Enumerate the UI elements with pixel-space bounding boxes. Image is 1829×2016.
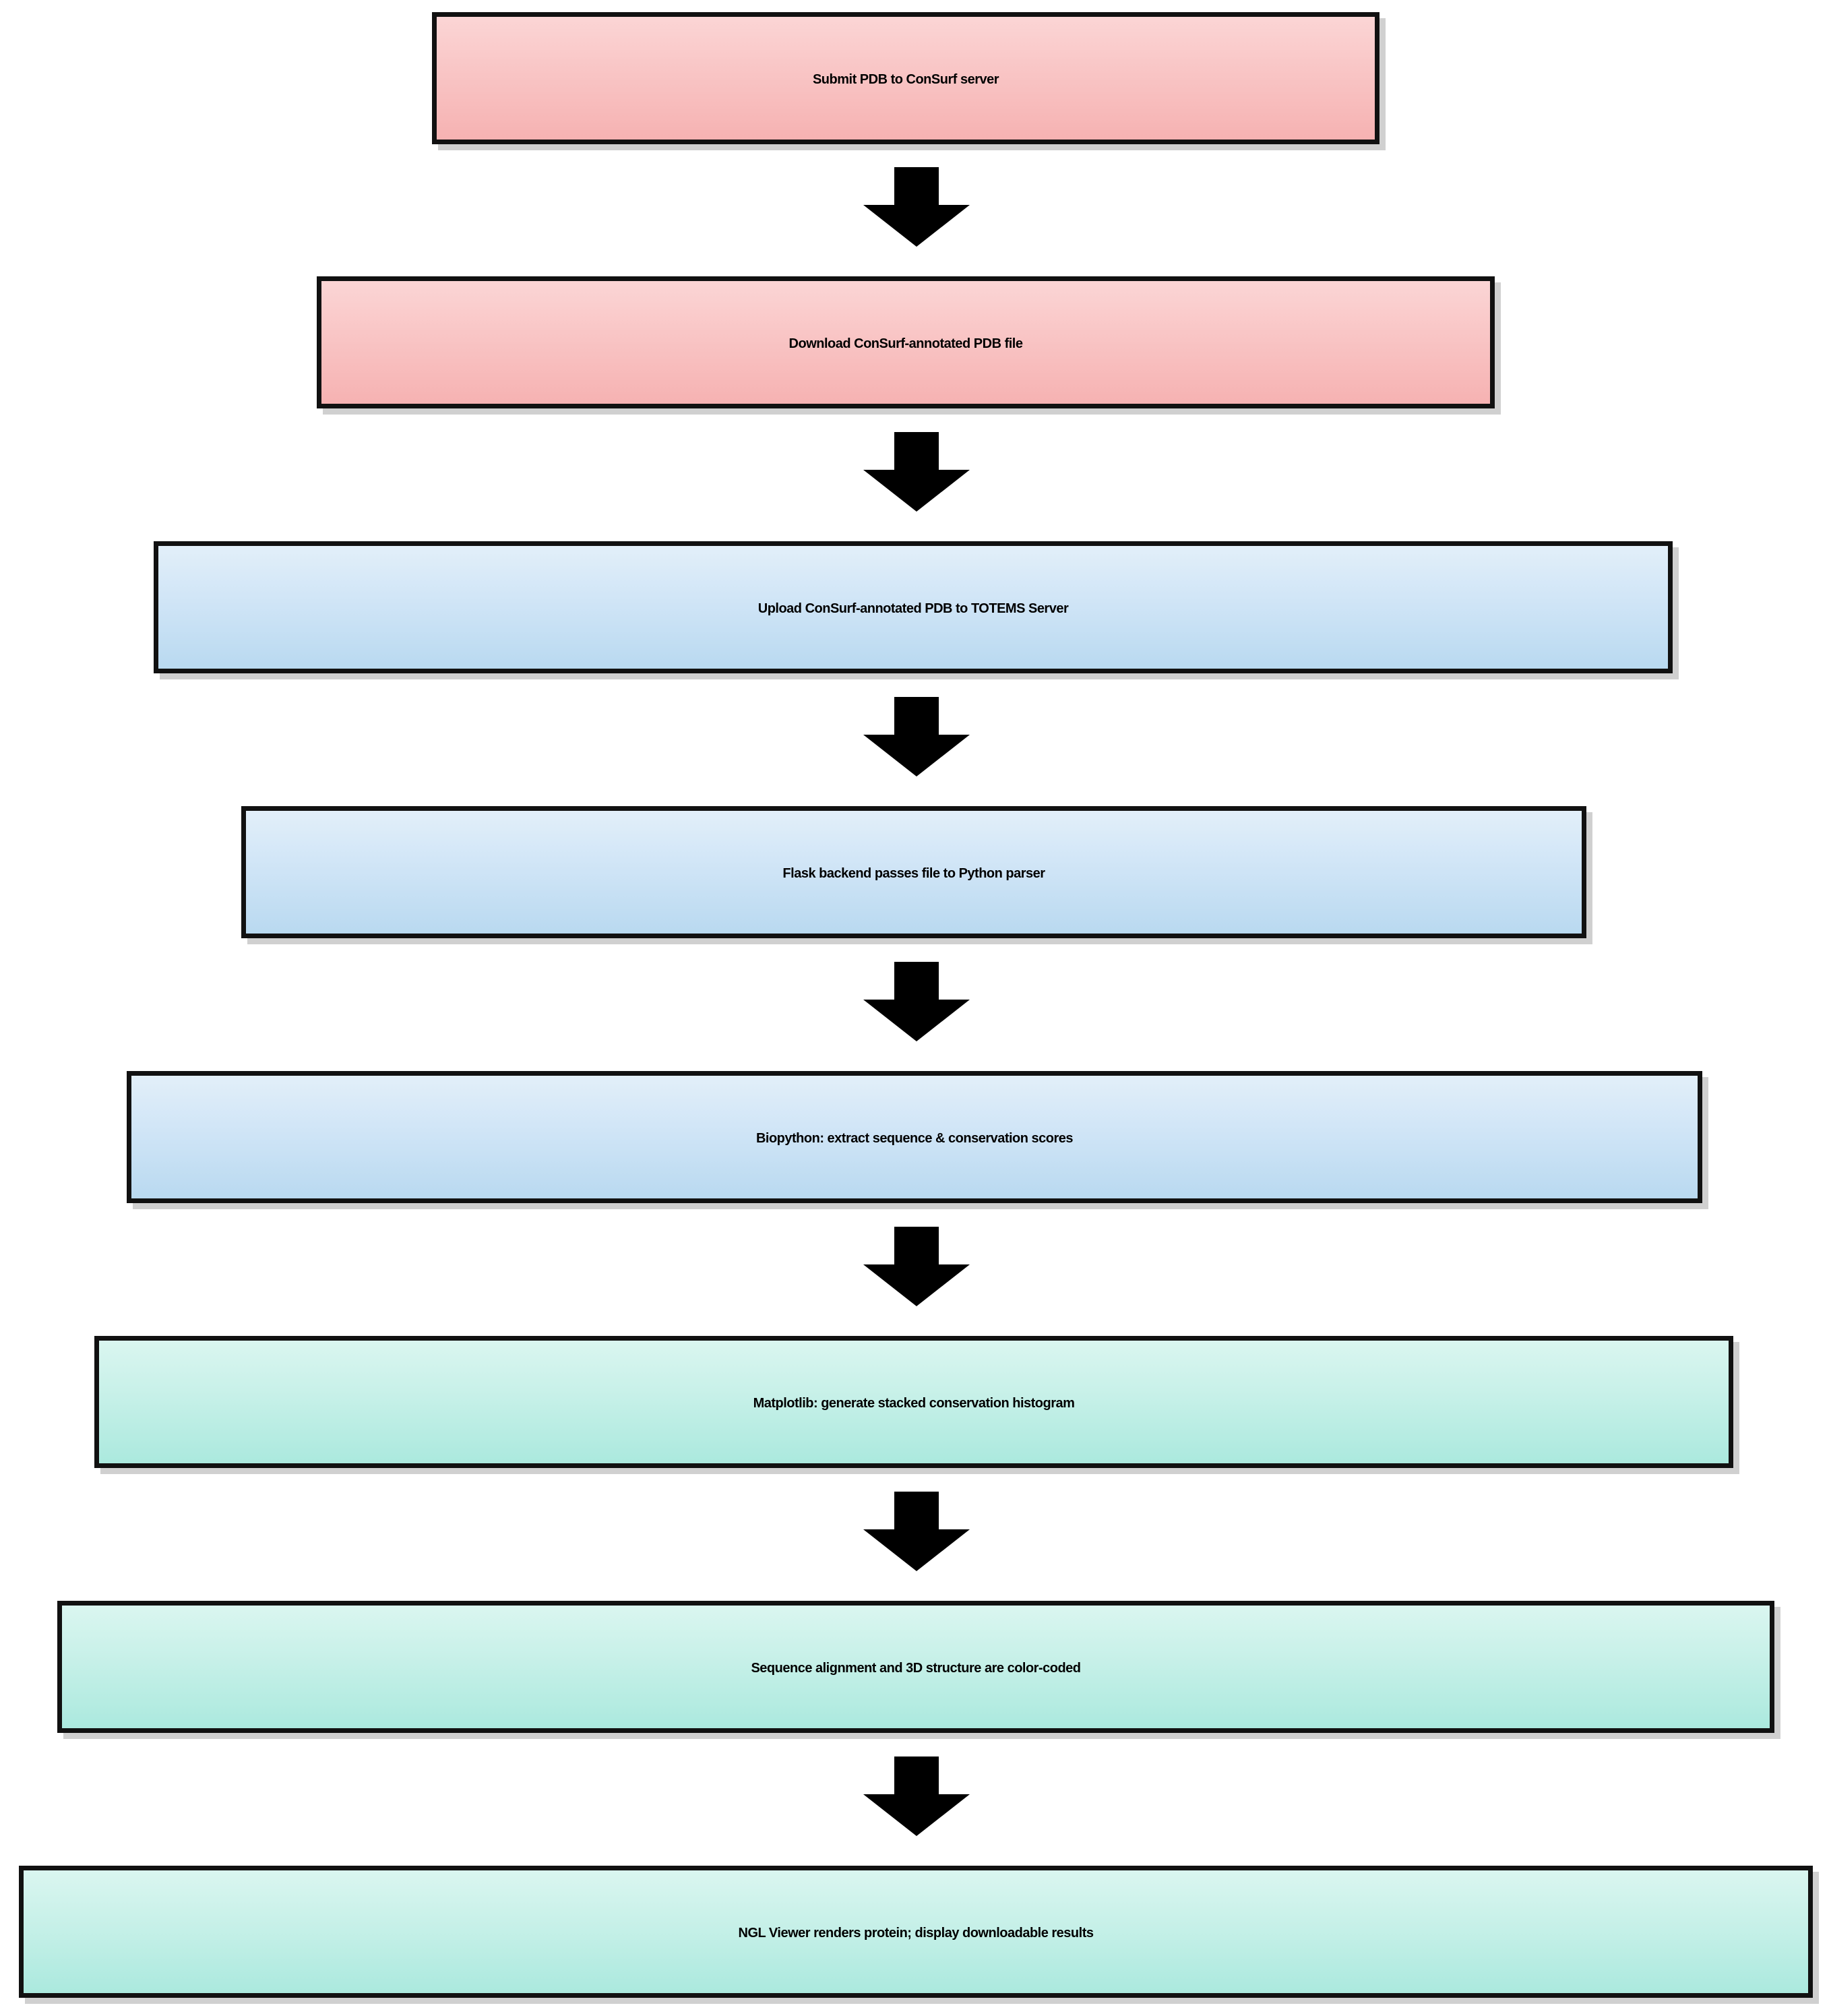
flow-node-biopython-extract: Biopython: extract sequence & conservati… xyxy=(127,1071,1702,1203)
flow-node-label: Flask backend passes file to Python pars… xyxy=(782,865,1045,881)
flow-node-ngl-viewer: NGL Viewer renders protein; display down… xyxy=(19,1866,1813,1998)
down-arrow-icon xyxy=(863,962,970,1041)
flow-node-matplotlib-histogram: Matplotlib: generate stacked conservatio… xyxy=(94,1336,1733,1468)
flow-node-upload-totems: Upload ConSurf-annotated PDB to TOTEMS S… xyxy=(154,541,1673,673)
down-arrow-icon xyxy=(863,1492,970,1571)
flow-node-color-coded-output: Sequence alignment and 3D structure are … xyxy=(57,1601,1774,1733)
flow-node-label: NGL Viewer renders protein; display down… xyxy=(738,1925,1094,1941)
flow-node-submit-pdb: Submit PDB to ConSurf server xyxy=(432,12,1380,144)
flow-node-flask-backend: Flask backend passes file to Python pars… xyxy=(241,806,1586,938)
flow-node-label: Upload ConSurf-annotated PDB to TOTEMS S… xyxy=(757,601,1069,616)
flow-node-label: Download ConSurf-annotated PDB file xyxy=(788,336,1023,351)
down-arrow-icon xyxy=(863,432,970,512)
flow-node-label: Biopython: extract sequence & conservati… xyxy=(755,1130,1074,1146)
flow-node-label: Matplotlib: generate stacked conservatio… xyxy=(753,1395,1075,1411)
down-arrow-icon xyxy=(863,1227,970,1306)
down-arrow-icon xyxy=(863,167,970,247)
down-arrow-icon xyxy=(863,1757,970,1836)
down-arrow-icon xyxy=(863,697,970,776)
flow-node-download-pdb: Download ConSurf-annotated PDB file xyxy=(317,276,1495,408)
flow-node-label: Submit PDB to ConSurf server xyxy=(812,71,999,87)
flow-node-label: Sequence alignment and 3D structure are … xyxy=(751,1660,1081,1676)
